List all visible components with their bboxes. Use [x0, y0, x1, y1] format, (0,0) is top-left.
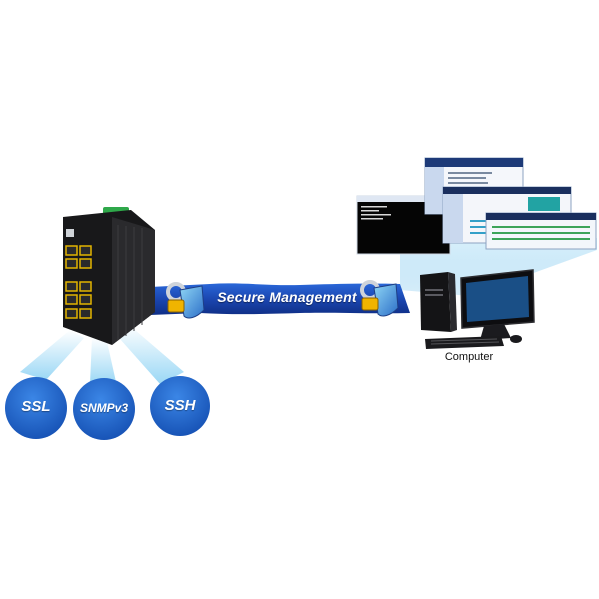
secure-management-banner	[150, 283, 410, 315]
snmpv3-circle	[73, 378, 135, 440]
lock-shield-icon	[360, 280, 399, 317]
protocol-label-ssl: SSL	[21, 398, 51, 415]
monitor-icon	[460, 269, 535, 340]
computer-label: Computer	[444, 351, 494, 363]
lock-shield-icon	[166, 282, 205, 319]
keyboard-icon	[425, 336, 504, 349]
ssh-circle	[150, 376, 210, 436]
banner-label: Secure Management	[217, 289, 357, 305]
protocol-label-snmpv3: SNMPv3	[79, 401, 129, 415]
protocol-label-ssh: SSH	[164, 397, 196, 414]
ssl-circle	[5, 377, 67, 439]
desktop-computer-icon	[420, 272, 457, 332]
network-switch-icon	[63, 207, 155, 345]
switch-light-beams	[20, 324, 184, 384]
screen-window-icon	[485, 212, 597, 250]
mouse-icon	[510, 335, 522, 343]
